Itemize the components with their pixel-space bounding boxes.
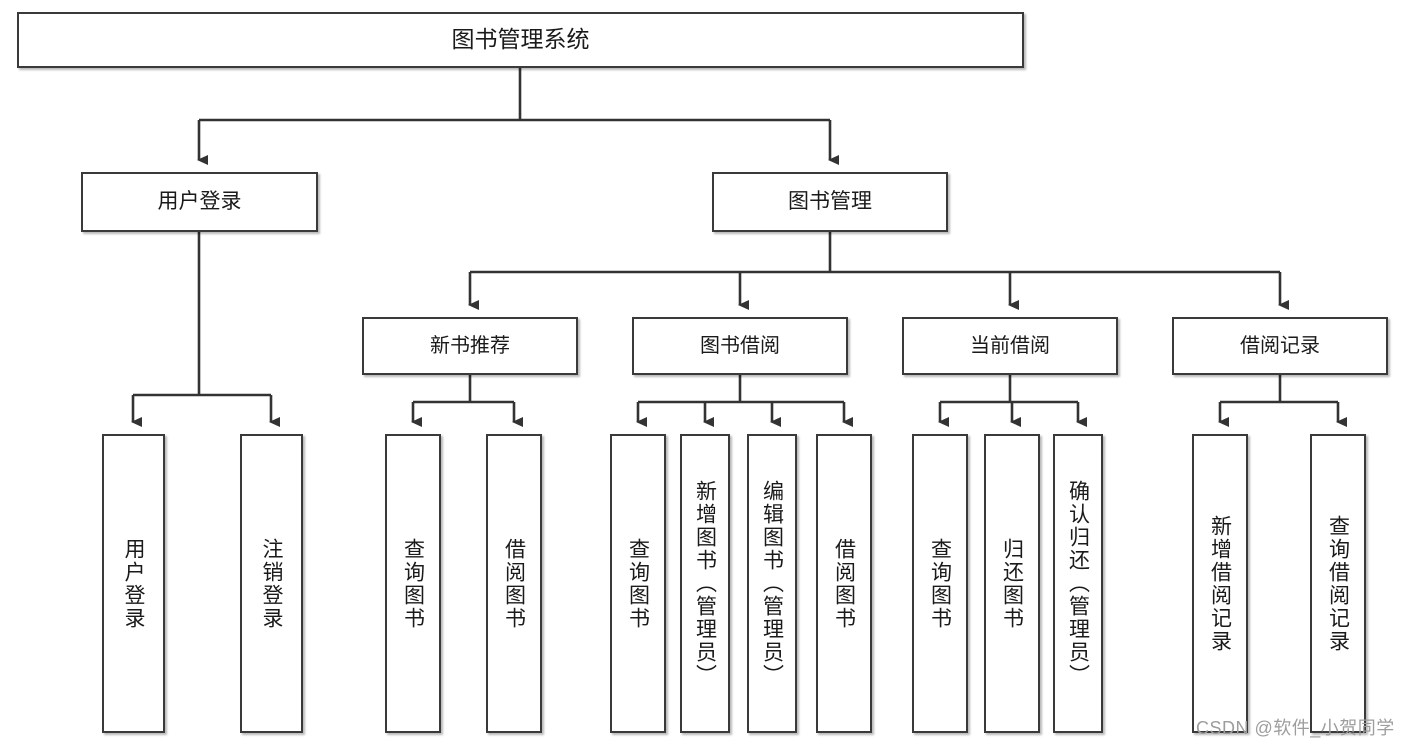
- node-leaf-logout[interactable]: 注销登录: [240, 434, 303, 733]
- node-leaf-add-record[interactable]: 新增借阅记录: [1192, 434, 1248, 733]
- node-label: 新增图书（管理员）: [693, 480, 717, 687]
- node-label: 借阅记录: [1240, 334, 1320, 357]
- node-user-login[interactable]: 用户登录: [81, 172, 318, 232]
- node-label: 用户登录: [157, 190, 242, 214]
- node-label: 借阅图书: [832, 537, 856, 630]
- node-book-borrow[interactable]: 图书借阅: [632, 317, 848, 375]
- node-leaf-borrow-book-2[interactable]: 借阅图书: [816, 434, 872, 733]
- csdn-watermark: CSDN @软件_小贺同学: [1196, 718, 1395, 738]
- node-book-manage[interactable]: 图书管理: [712, 172, 948, 232]
- node-root-system[interactable]: 图书管理系统: [17, 12, 1024, 68]
- node-new-book-rec[interactable]: 新书推荐: [362, 317, 578, 375]
- node-label: 编辑图书（管理员）: [760, 480, 784, 687]
- node-label: 新书推荐: [430, 334, 510, 357]
- node-leaf-confirm-return[interactable]: 确认归还（管理员）: [1053, 434, 1103, 733]
- node-leaf-query-book-2[interactable]: 查询图书: [610, 434, 666, 733]
- node-label: 用户登录: [122, 537, 145, 630]
- node-leaf-return-book[interactable]: 归还图书: [984, 434, 1040, 733]
- node-label: 图书管理: [788, 190, 872, 214]
- node-current-borrow[interactable]: 当前借阅: [902, 317, 1118, 375]
- node-label: 当前借阅: [970, 334, 1050, 357]
- node-leaf-add-book[interactable]: 新增图书（管理员）: [680, 434, 730, 733]
- node-leaf-user-login[interactable]: 用户登录: [102, 434, 165, 733]
- node-label: 归还图书: [1000, 537, 1024, 630]
- node-borrow-record[interactable]: 借阅记录: [1172, 317, 1388, 375]
- node-leaf-query-book-1[interactable]: 查询图书: [385, 434, 441, 733]
- node-label: 确认归还（管理员）: [1066, 480, 1090, 687]
- node-label: 注销登录: [260, 537, 283, 630]
- node-label: 查询图书: [401, 537, 425, 630]
- node-leaf-borrow-book-1[interactable]: 借阅图书: [486, 434, 542, 733]
- node-label: 新增借阅记录: [1208, 514, 1232, 653]
- node-leaf-query-record[interactable]: 查询借阅记录: [1310, 434, 1366, 733]
- node-label: 查询图书: [928, 537, 952, 630]
- node-label: 查询借阅记录: [1326, 514, 1350, 653]
- node-leaf-query-book-3[interactable]: 查询图书: [912, 434, 968, 733]
- node-leaf-edit-book[interactable]: 编辑图书（管理员）: [747, 434, 797, 733]
- node-label: 查询图书: [626, 537, 650, 630]
- node-label: 图书管理系统: [451, 26, 590, 53]
- node-label: 借阅图书: [502, 537, 526, 630]
- node-label: 图书借阅: [700, 334, 780, 357]
